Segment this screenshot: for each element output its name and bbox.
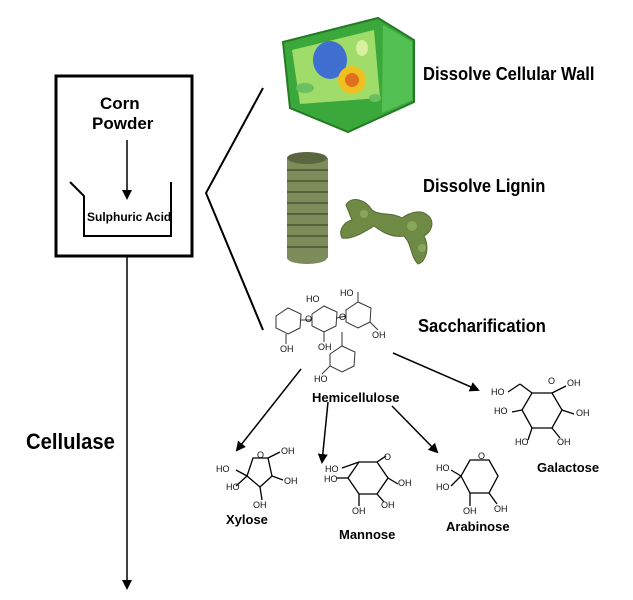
mannose-oh-label: OH	[352, 506, 366, 516]
arabinose-ho-label: HO	[436, 463, 450, 473]
hemi-ho-label: HO	[340, 288, 354, 298]
mannose-ho-label: HO	[324, 474, 338, 484]
xylose-label: Xylose	[226, 512, 268, 527]
hemi-ho-label: HO	[306, 294, 320, 304]
mannose-label: Mannose	[339, 527, 396, 542]
beaker-icon	[69, 181, 172, 237]
cellulase-label: Cellulase	[26, 429, 115, 454]
galactose-o-label: O	[548, 376, 556, 386]
mannose-oh-label: OH	[381, 500, 395, 510]
xylose-o-label: O	[257, 450, 265, 460]
xylose-oh-label: OH	[253, 500, 267, 510]
galactose-ho-label: HO	[494, 406, 508, 416]
hemicellulose-structure	[275, 292, 379, 375]
step-lignin: Dissolve Lignin	[423, 176, 546, 196]
plant-cell-icon	[281, 16, 415, 134]
mannose-ho-label: HO	[325, 464, 339, 474]
hemi-ho-label: HO	[314, 374, 328, 384]
xylose-structure	[235, 451, 284, 501]
galactose-label: Galactose	[537, 460, 600, 475]
arrow-to-xylose	[235, 368, 302, 452]
hemi-oh-label: OH	[372, 330, 386, 340]
xylose-ho-label: HO	[226, 482, 240, 492]
arrow-to-mannose	[317, 401, 329, 464]
hemi-o-label: O	[339, 312, 347, 322]
corn-powder-box	[54, 74, 194, 258]
mannose-structure	[337, 455, 399, 506]
arabinose-o-label: O	[478, 451, 486, 461]
galactose-structure	[507, 383, 575, 441]
corn-label: Corn	[100, 94, 140, 113]
arabinose-ho-label: HO	[436, 482, 450, 492]
arabinose-oh-label: OH	[494, 504, 508, 514]
arabinose-oh-label: OH	[463, 506, 477, 516]
process-bracket	[204, 87, 264, 331]
galactose-oh-label: OH	[576, 408, 590, 418]
hemi-oh-label: OH	[280, 344, 294, 354]
xylose-oh-label: OH	[281, 446, 295, 456]
hemicellulose-label: Hemicellulose	[312, 390, 400, 405]
mannose-oh-label: OH	[398, 478, 412, 488]
galactose-oh-label: OH	[567, 378, 581, 388]
arabinose-label: Arabinose	[446, 519, 510, 534]
mannose-o-label: O	[384, 452, 392, 462]
arabinose-structure	[450, 459, 499, 506]
step-cell-wall: Dissolve Cellular Wall	[423, 64, 595, 84]
step-saccharification: Saccharification	[418, 316, 546, 336]
sulphuric-acid-label: Sulphuric Acid	[87, 210, 172, 224]
arrow-to-galactose	[392, 352, 480, 392]
galactose-oh-label: OH	[557, 437, 571, 447]
arrow-to-arabinose	[391, 405, 439, 454]
xylose-ho-label: HO	[216, 464, 230, 474]
hemi-o-label: O	[305, 314, 313, 324]
xylose-oh-label: OH	[284, 476, 298, 486]
hemi-oh-label: OH	[318, 342, 332, 352]
galactose-ho-label: HO	[515, 437, 529, 447]
galactose-ho-label: HO	[491, 387, 505, 397]
lignin-icon	[287, 152, 433, 265]
powder-label: Powder	[92, 114, 154, 133]
